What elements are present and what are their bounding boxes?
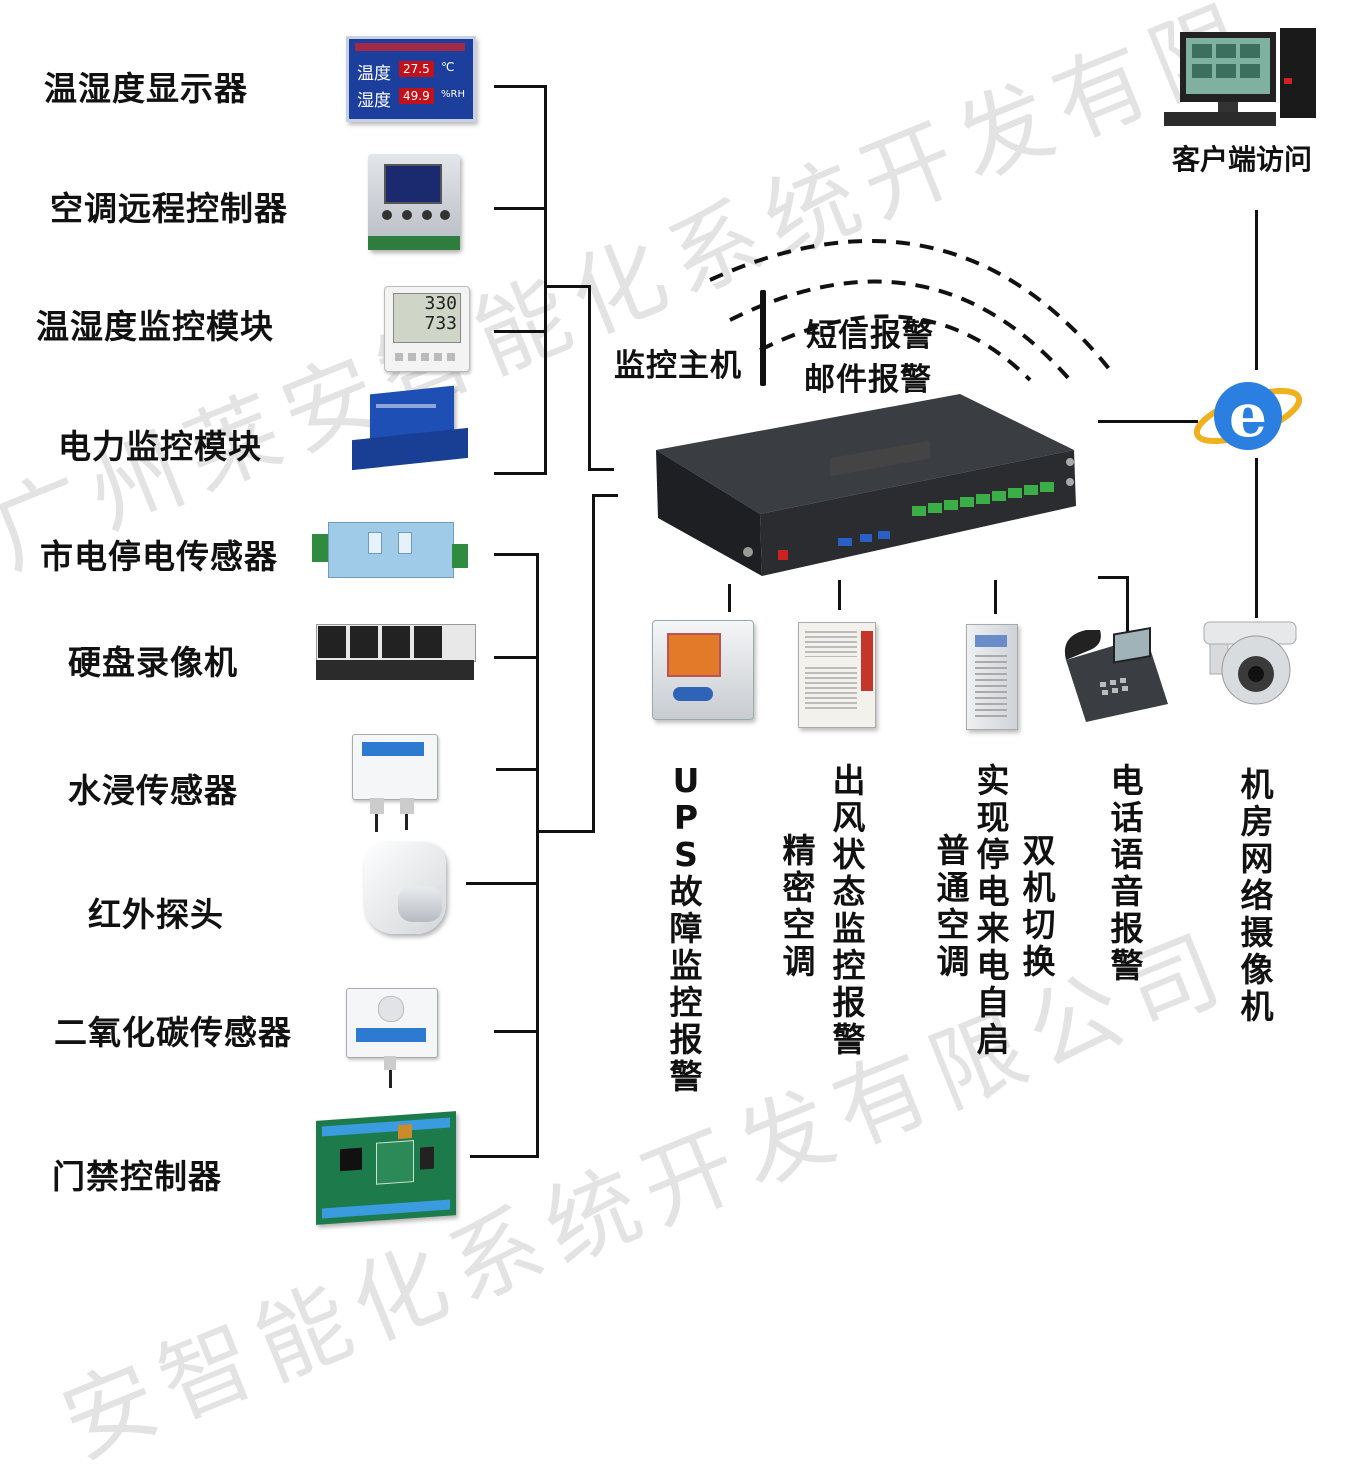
host-to-network-line [1098,420,1198,423]
connector-line [470,1155,538,1158]
connector-line [546,285,590,288]
host-label: 监控主机 [614,348,742,384]
client-access-label: 客户端访问 [1172,143,1313,176]
connector-line [494,472,546,475]
display-row1-value: 27.5 [399,61,434,77]
label-temp-humidity-display: 温湿度显示器 [44,69,248,108]
mains-outage-sensor-device [312,522,468,578]
display-row2-label: 湿度 [357,91,391,111]
label-dvr: 硬盘录像机 [68,643,238,682]
connector-line [494,207,546,210]
connector-line [494,1030,538,1033]
water-leak-sensor-device [352,734,438,832]
connector-line [1126,576,1129,642]
connector-line [588,285,591,470]
network-camera-device [1203,621,1297,705]
connector-line [494,330,546,333]
lcd-line2: 733 [424,313,457,334]
network-trunk-line [1255,458,1258,618]
label-infrared-probe: 红外探头 [88,895,224,934]
label-precision-ac: 精密空调 [782,831,816,981]
connector-bus-lower [536,553,539,1158]
access-controller-device [316,1111,456,1225]
label-airflow-monitor: 出风状态监控报警 [832,761,866,1059]
label-ups-alarm: UPS故障监控报警 [669,761,703,1096]
label-temp-humidity-module: 温湿度监控模块 [36,307,274,346]
temp-humidity-module-device: 330 733 [384,286,470,372]
connector-bus-upper [544,85,547,475]
label-access-controller: 门禁控制器 [52,1157,222,1196]
label-power-monitor-module: 电力监控模块 [58,427,262,466]
label-water-leak-sensor: 水浸传感器 [68,771,238,810]
infrared-probe-device [360,842,456,938]
connector-line [494,553,538,556]
svg-text:e: e [1229,381,1267,451]
label-ac-remote-controller: 空调远程控制器 [50,189,288,228]
connector-line [538,830,594,833]
connector-line [728,584,731,612]
connector-line [494,656,538,659]
network-trunk-line [1255,210,1258,370]
telephone-device [1064,626,1168,722]
ups-device [652,620,754,720]
internet-explorer-icon: e [1193,381,1303,451]
connector-line [496,768,538,771]
display-row1-label: 温度 [357,64,391,84]
label-co2-sensor: 二氧化碳传感器 [54,1013,292,1052]
label-auto-restart: 实现停电来电自启 [976,761,1010,1059]
precision-ac-device [798,622,876,728]
temp-humidity-display-device: 温度 27.5 ℃ 湿度 49.9 %RH [346,36,476,122]
connector-line [592,494,595,833]
label-ordinary-ac: 普通空调 [936,831,970,981]
monitoring-host-device [656,394,1076,576]
connector-line [1098,576,1128,579]
connector-line [466,882,538,885]
label-mains-outage-sensor: 市电停电传感器 [40,537,278,576]
connector-line [592,494,618,497]
lcd-line1: 330 [424,293,457,314]
email-alarm-label: 邮件报警 [804,362,932,398]
display-row2-unit: %RH [441,89,465,100]
ac-remote-controller-device [368,154,460,250]
display-row1-unit: ℃ [441,60,455,74]
co2-sensor-device [346,988,438,1088]
display-row2-value: 49.9 [399,88,434,104]
connector-line [994,580,997,614]
client-computer-icon [1164,28,1316,126]
wireless-signal-arcs [709,238,1112,382]
power-monitor-module-device [352,385,468,474]
label-room-camera: 机房网络摄像机 [1240,765,1274,1026]
connector-line [838,580,841,610]
label-dual-switch: 双机切换 [1022,831,1056,981]
sms-alarm-label: 短信报警 [806,318,934,354]
label-phone-voice-alarm: 电话语音报警 [1110,761,1144,985]
connector-line [494,85,546,88]
dvr-device [316,624,476,682]
antenna [760,290,766,386]
ordinary-ac-device [966,624,1018,730]
connector-line [588,468,614,471]
